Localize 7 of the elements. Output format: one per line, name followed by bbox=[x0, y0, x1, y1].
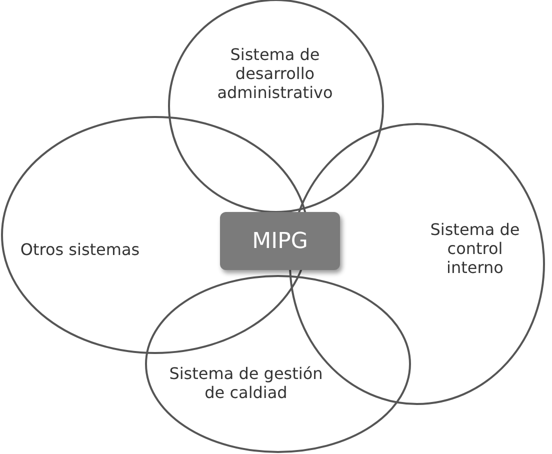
circle-label: Otros sistemas bbox=[20, 240, 140, 259]
circle bbox=[1, 116, 309, 354]
circle-label: Sistema de desarrollo administrativo bbox=[216, 45, 334, 102]
center-box: MIPG bbox=[220, 212, 340, 270]
circle-label: Sistema de control interno bbox=[429, 220, 521, 277]
circle bbox=[145, 275, 411, 453]
circle-label: Sistema de gestión de caldiad bbox=[168, 364, 324, 402]
